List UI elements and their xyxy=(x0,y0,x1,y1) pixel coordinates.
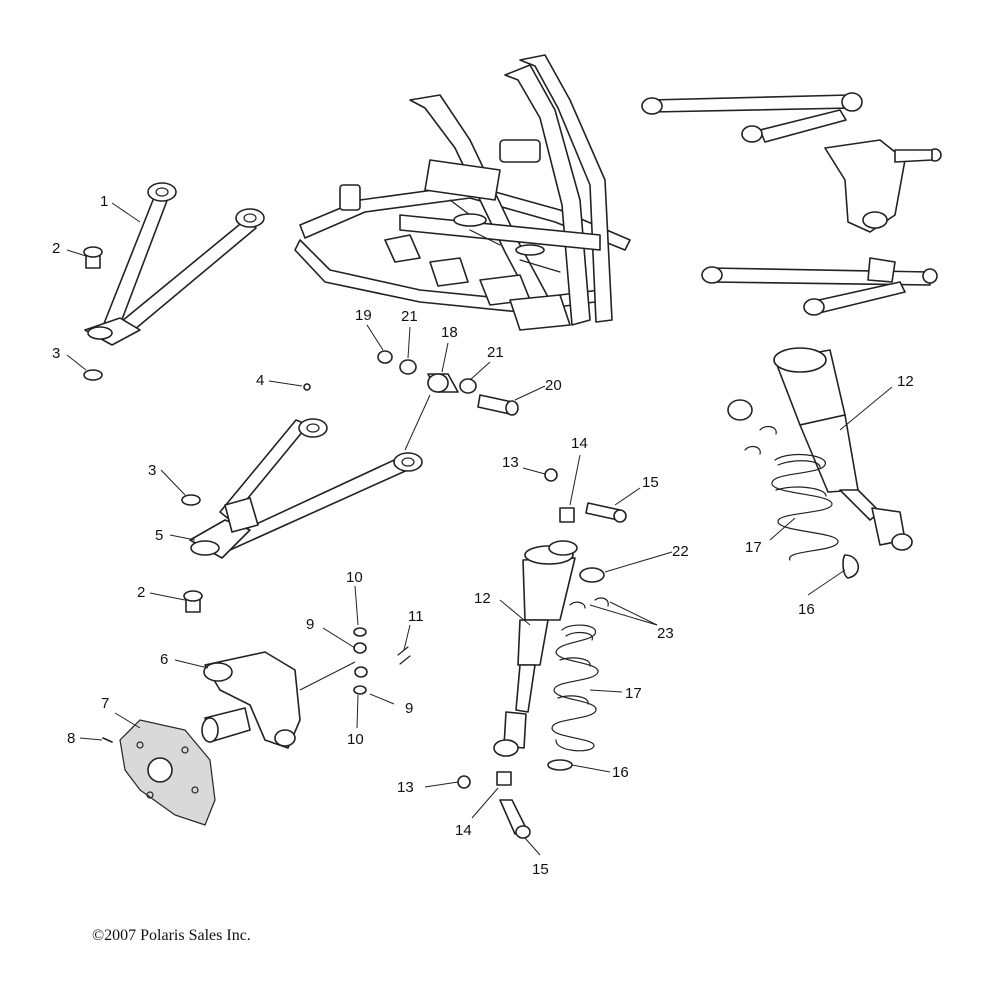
keepers-23 xyxy=(569,597,609,609)
spindle-assembled xyxy=(824,139,942,233)
callout-15: 15 xyxy=(532,861,549,878)
nut-9b xyxy=(354,666,368,678)
brake-disc xyxy=(119,719,216,826)
callout-19: 19 xyxy=(355,307,372,324)
callout-20: 20 xyxy=(545,377,562,394)
spacer-14a xyxy=(559,507,575,523)
bushing-19 xyxy=(377,350,393,364)
snap-ring-lower xyxy=(181,494,201,506)
callout-21: 21 xyxy=(487,344,504,361)
spring-retainer-right xyxy=(727,399,753,421)
washer-21a xyxy=(399,359,417,375)
lower-a-arm xyxy=(189,418,423,559)
bushing-13a xyxy=(544,468,558,482)
callout-3: 3 xyxy=(148,462,156,479)
callout-11: 11 xyxy=(408,608,424,625)
callout-labels: 1 2 3 4 3 5 2 6 7 8 10 9 11 9 10 19 21 1… xyxy=(52,193,914,878)
callout-15: 15 xyxy=(642,474,659,491)
callout-1: 1 xyxy=(100,193,108,210)
callout-13: 13 xyxy=(502,454,519,471)
callout-17: 17 xyxy=(745,539,762,556)
screw-8 xyxy=(102,737,113,743)
callout-21: 21 xyxy=(401,308,418,325)
callout-17: 17 xyxy=(625,685,642,702)
ball-joint-upper xyxy=(83,246,103,269)
callout-16: 16 xyxy=(612,764,629,781)
bushing-13b xyxy=(457,775,471,789)
callout-16: 16 xyxy=(798,601,815,618)
sleeve-18 xyxy=(427,373,459,393)
callout-9: 9 xyxy=(405,700,413,717)
callout-23: 23 xyxy=(657,625,674,642)
lower-a-arm-assembled xyxy=(701,257,938,316)
shock-absorber-right xyxy=(773,347,913,551)
nut-4 xyxy=(303,383,311,391)
snap-ring-upper xyxy=(83,369,103,381)
callout-8: 8 xyxy=(67,730,75,747)
callout-12: 12 xyxy=(474,590,491,607)
spacer-14b xyxy=(496,771,512,786)
copyright-notice: ©2007 Polaris Sales Inc. xyxy=(92,927,251,944)
spring-seat-16a xyxy=(842,554,859,579)
bolt-20 xyxy=(477,394,519,416)
coil-spring-center xyxy=(551,624,599,752)
callout-14: 14 xyxy=(455,822,472,839)
callout-10: 10 xyxy=(346,569,363,586)
ball-joint-lower xyxy=(183,590,203,613)
callout-12: 12 xyxy=(897,373,914,390)
callout-6: 6 xyxy=(160,651,168,668)
upper-a-arm-assembled xyxy=(641,92,863,143)
cotter-pins-11 xyxy=(397,646,411,665)
callout-9: 9 xyxy=(306,616,314,633)
shock-absorber-center xyxy=(493,540,578,757)
callout-7: 7 xyxy=(101,695,109,712)
callout-13: 13 xyxy=(397,779,414,796)
spring-retainer-22 xyxy=(579,567,605,583)
callout-2: 2 xyxy=(52,240,60,257)
callout-2: 2 xyxy=(137,584,145,601)
callout-14: 14 xyxy=(571,435,588,452)
callout-10: 10 xyxy=(347,731,364,748)
nut-9a xyxy=(353,642,367,654)
frame-assembly xyxy=(294,54,631,331)
callout-4: 4 xyxy=(256,372,264,389)
spindle-knuckle xyxy=(201,651,301,749)
callout-18: 18 xyxy=(441,324,458,341)
leader-lines xyxy=(66,202,893,856)
bolt-15a xyxy=(585,502,627,523)
callout-5: 5 xyxy=(155,527,163,544)
coil-spring-right xyxy=(771,454,839,561)
washer-21b xyxy=(459,378,477,394)
bolt-15b xyxy=(499,799,531,839)
callout-3: 3 xyxy=(52,345,60,362)
upper-a-arm xyxy=(84,182,265,346)
spring-seat-16b xyxy=(547,759,573,771)
callout-22: 22 xyxy=(672,543,689,560)
keepers-right xyxy=(744,425,777,455)
washer-10b xyxy=(353,685,367,695)
washer-10a xyxy=(353,627,367,637)
